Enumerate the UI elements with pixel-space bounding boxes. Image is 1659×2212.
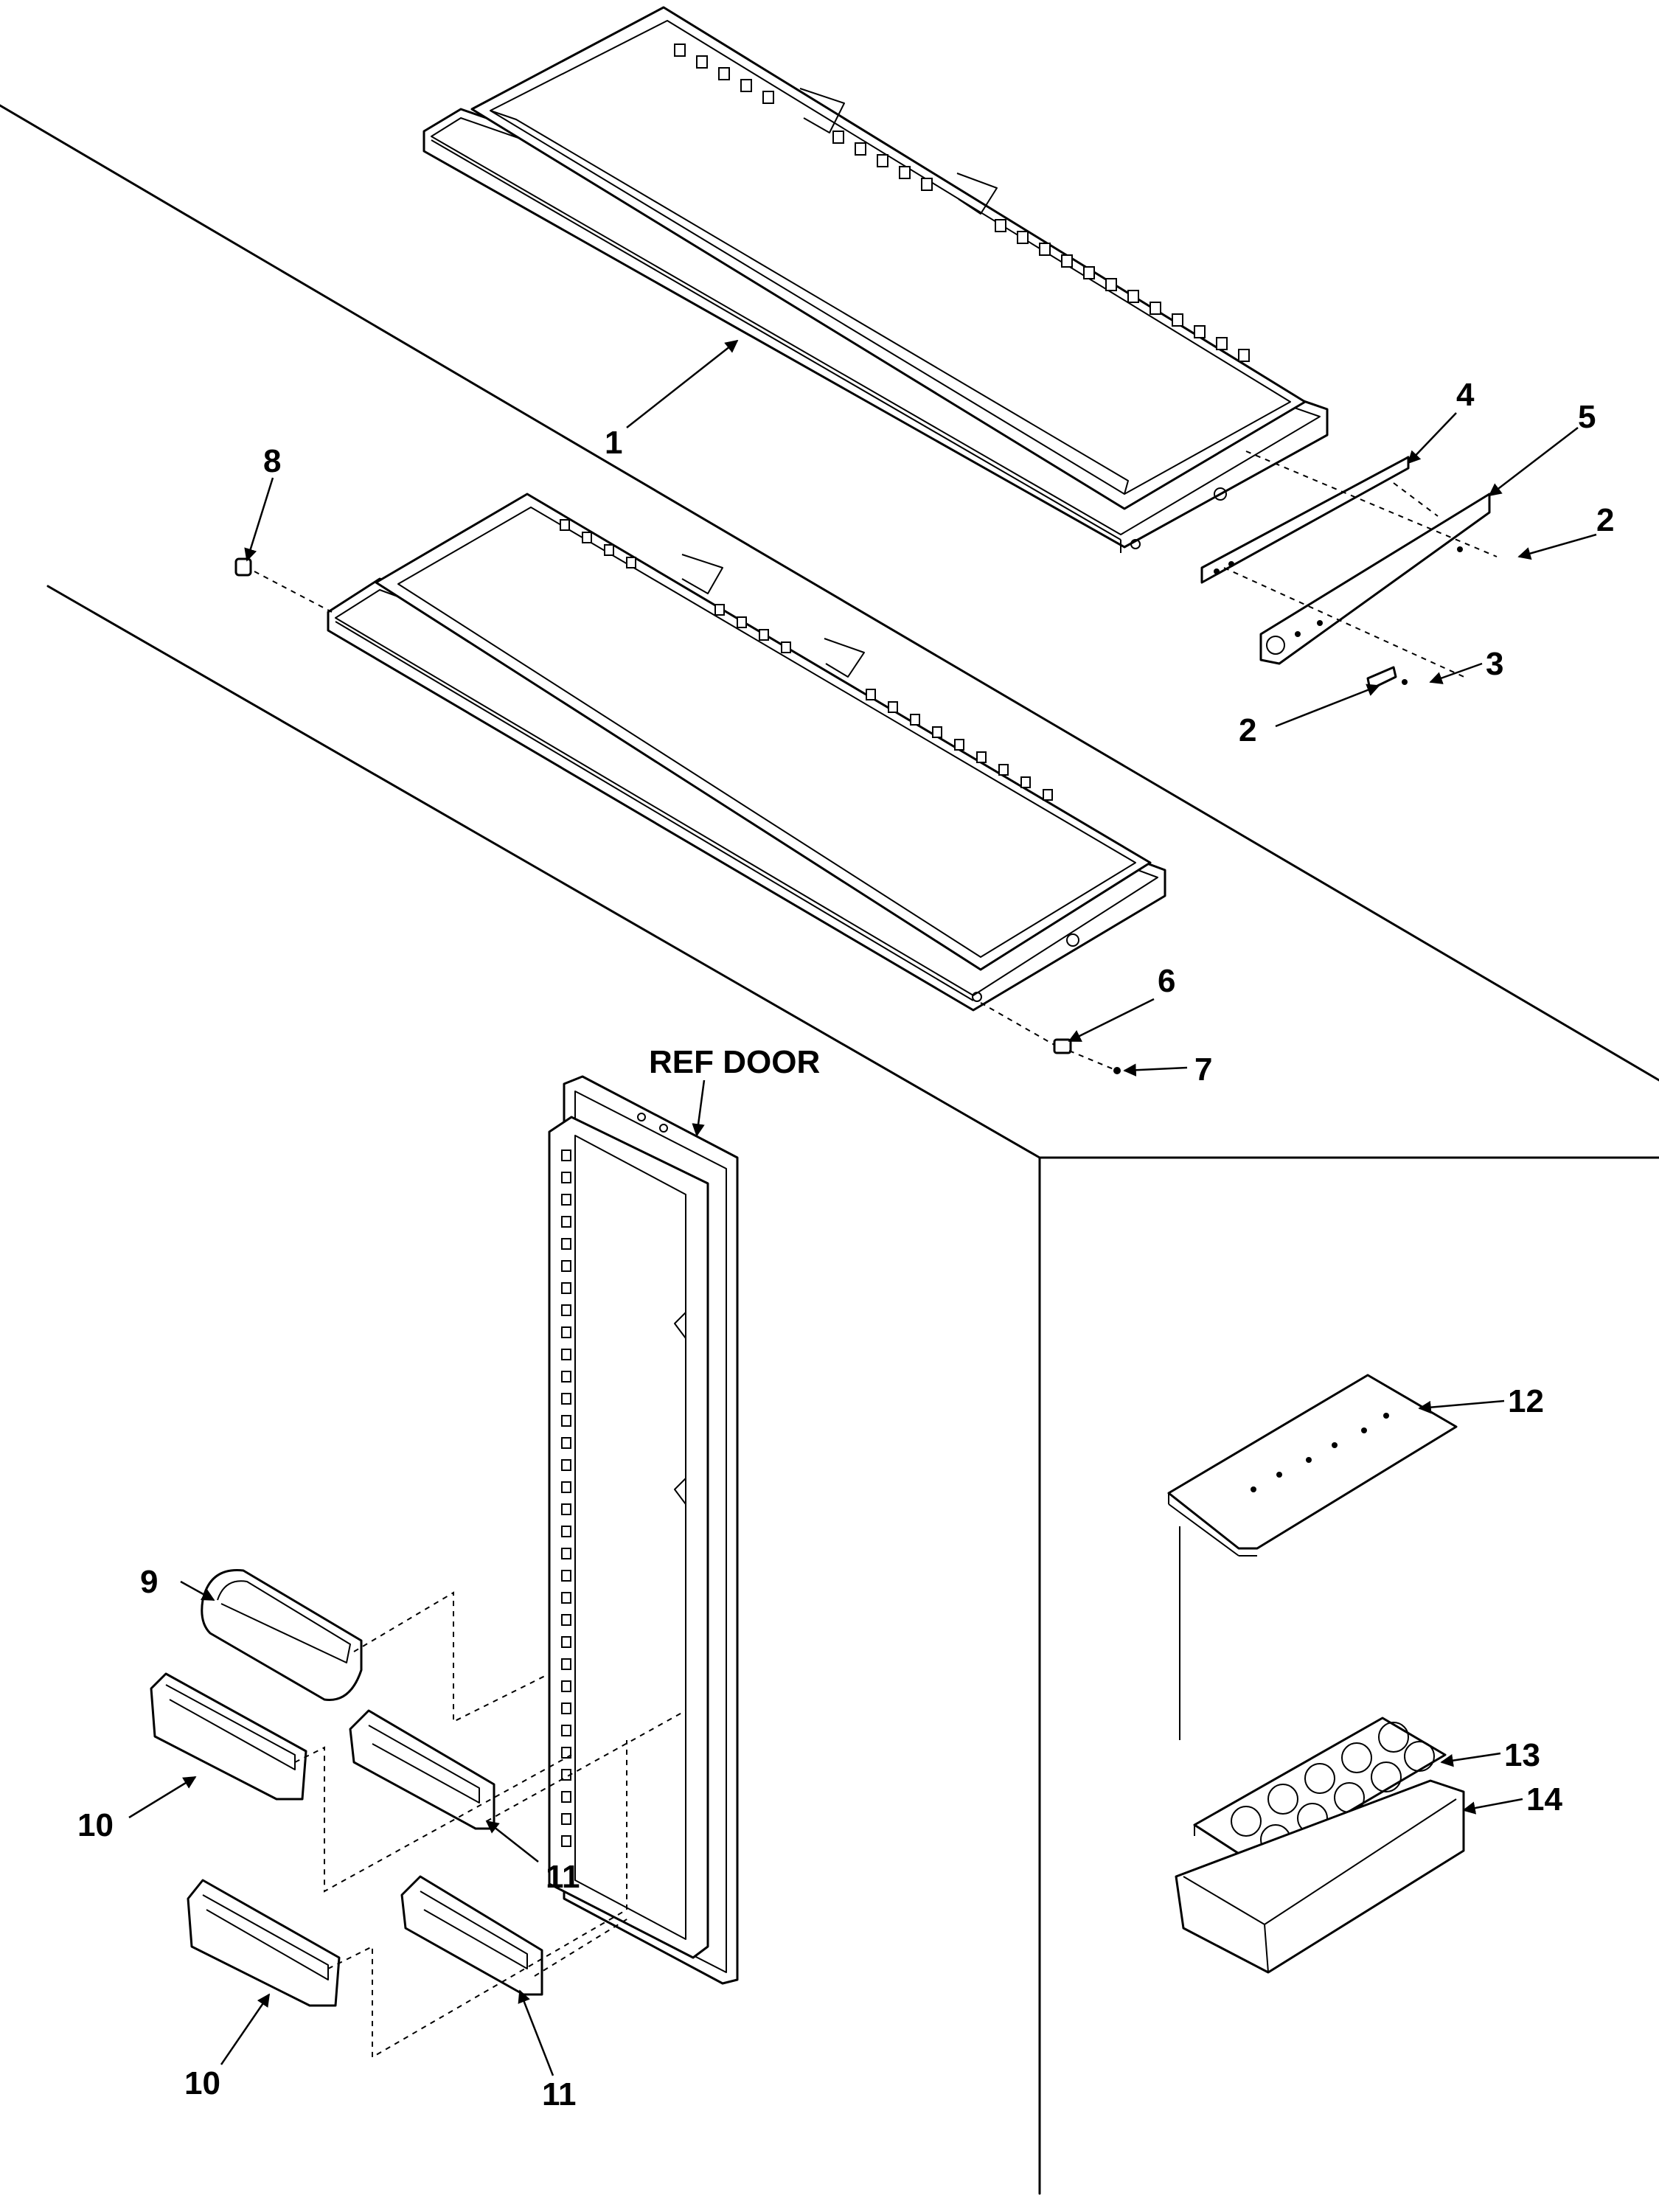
callout-5: 5 (1578, 399, 1596, 435)
callouts: 1 4 5 2 3 2 8 6 7 REF DOOR 9 10 11 10 11… (77, 377, 1614, 2112)
callout-8: 8 (263, 443, 281, 479)
bin-10-upper (150, 1672, 307, 1801)
leader-lines (128, 339, 1597, 2076)
upper-freezer-door (422, 6, 1329, 553)
bin-10-lower (187, 1879, 341, 2007)
ref-door-label: REF DOOR (649, 1044, 820, 1080)
callout-2-upper: 2 (1596, 502, 1614, 538)
shelf-12 (1167, 1374, 1458, 1740)
hinge-plates (1200, 451, 1498, 691)
ref-door-slots (561, 1150, 571, 1847)
callout-7: 7 (1194, 1051, 1212, 1088)
callout-2-lower: 2 (1239, 712, 1256, 748)
callout-12: 12 (1508, 1383, 1544, 1419)
callout-11-lower: 11 (542, 2076, 577, 2112)
bin-11-lower (400, 1875, 543, 1996)
bin-11-upper (349, 1709, 495, 1830)
callout-9: 9 (140, 1564, 158, 1600)
bin-14 (1175, 1779, 1465, 1974)
callout-1: 1 (605, 425, 622, 461)
callout-13: 13 (1504, 1737, 1540, 1773)
lower-door-slots (560, 519, 1053, 801)
door-bins (150, 1569, 686, 2059)
lower-freezer-door (327, 493, 1166, 1012)
callout-14: 14 (1526, 1781, 1562, 1818)
refrigerator-door (548, 1075, 739, 1985)
callout-10-lower: 10 (184, 2065, 220, 2101)
callout-10-upper: 10 (77, 1807, 114, 1843)
upper-door-slots (674, 44, 1250, 362)
callout-3: 3 (1486, 646, 1503, 682)
callout-11-upper: 11 (546, 1859, 580, 1895)
bin-9 (201, 1569, 363, 1701)
hardware-parts (234, 557, 1121, 1074)
background-lines (0, 104, 1659, 2195)
callout-4: 4 (1456, 377, 1475, 413)
callout-6: 6 (1158, 963, 1175, 999)
right-panel-parts (1167, 1374, 1465, 1974)
